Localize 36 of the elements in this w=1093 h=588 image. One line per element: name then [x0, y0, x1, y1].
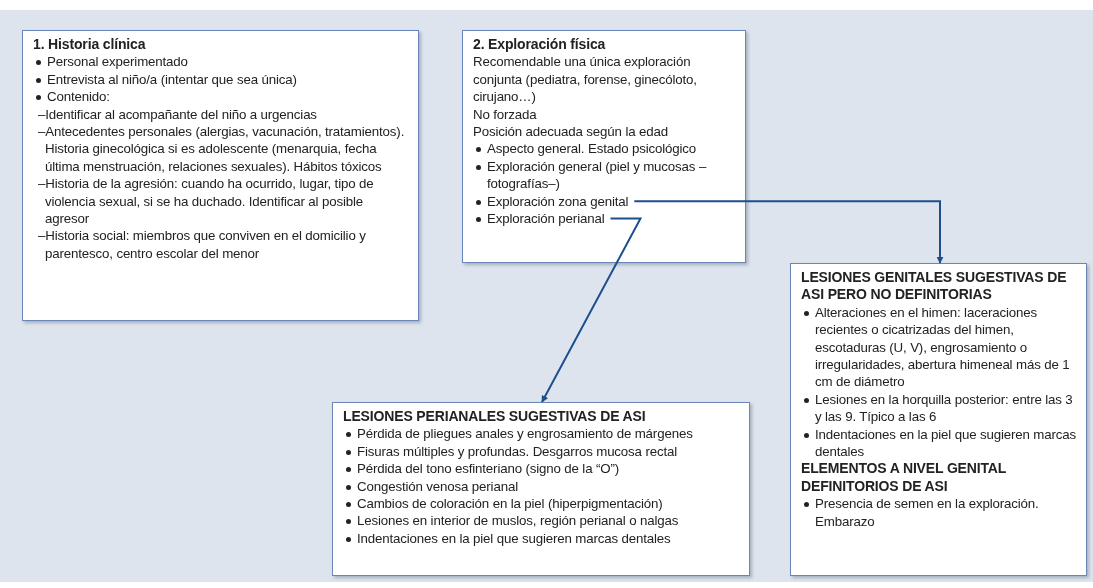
box-heading: LESIONES PERIANALES SUGESTIVAS DE ASI — [343, 408, 646, 424]
text-box — [462, 30, 746, 263]
text-box — [790, 263, 1087, 576]
box-heading: ELEMENTOS A NIVEL GENITAL DEFINITORIOS DE ASI — [801, 460, 1006, 494]
box-heading: 2. Exploración física — [473, 36, 606, 52]
box-text: No forzada — [473, 106, 537, 122]
bullet-item: Exploración perianal — [487, 211, 605, 227]
bullet-item: Lesiones en interior de muslos, región perianal o nalgas — [357, 513, 679, 529]
bullet-item: Fisuras múltiples y profundas. Desgarros mucosa rectal — [357, 443, 678, 459]
bullet-item: Indentaciones en la piel que sugieren marcas dentales — [815, 426, 1076, 460]
bullet-item: Contenido: — [47, 89, 110, 105]
arrow — [541, 217, 643, 403]
bullet-item: Alteraciones en el himen: laceraciones recientes o cicatrizadas del himen, escotaduras (U, V), engrosamiento o irregularidades, abertura himeneal más de 1 cm de diámetro — [815, 304, 1070, 390]
bullet-item: Personal experimentado — [47, 54, 188, 70]
dash-item: –Historia de la agresión: cuando ha ocurrido, lugar, tipo de violencia sexual, si se ha duchado. Identificar al posible agresor — [38, 176, 374, 227]
box-heading: LESIONES GENITALES SUGESTIVAS DE ASI PERO NO DEFINITORIAS — [801, 269, 1067, 303]
arrow — [633, 200, 944, 264]
bullet-item: Indentaciones en la piel que sugieren marcas dentales — [357, 530, 671, 546]
bullet-item: Pérdida de pliegues anales y engrosamiento de márgenes — [357, 426, 693, 442]
bullet-item: Cambios de coloración en la piel (hiperpigmentación) — [357, 496, 663, 512]
box-text: Posición adecuada según la edad — [473, 124, 668, 140]
text-box — [332, 402, 750, 576]
text-box — [22, 30, 419, 321]
bullet-item: Exploración general (piel y mucosas –fotografías–) — [487, 158, 707, 192]
bullet-item: Aspecto general. Estado psicológico — [487, 141, 697, 157]
bullet-item: Entrevista al niño/a (intentar que sea única) — [47, 71, 297, 87]
dash-item: –Historia social: miembros que conviven en el domicilio y parentesco, centro escolar del menor — [38, 228, 366, 261]
bullet-item: Pérdida del tono esfinteriano (signo de la “O”) — [357, 461, 619, 477]
bullet-item: Presencia de semen en la exploración. Embarazo — [815, 496, 1039, 529]
bullet-item: Congestión venosa perianal — [357, 478, 518, 494]
dash-item: –Antecedentes personales (alergias, vacunación, tratamientos). Historia ginecológica si es adolescente (menarquia, fecha última menstruación, relaciones sexuales). Hábitos tóxicos — [38, 124, 405, 174]
box-text: Recomendable una única exploración conjunta (pediatra, forense, ginecóloto, cirujano…) — [473, 54, 697, 105]
bullet-item: Exploración zona genital — [487, 193, 629, 209]
dash-item: –Identificar al acompañante del niño a urgencias — [38, 106, 317, 122]
box-heading: 1. Historia clínica — [33, 36, 146, 52]
bullet-item: Lesiones en la horquilla posterior: entre las 3 y las 9. Típico a las 6 — [815, 391, 1073, 425]
